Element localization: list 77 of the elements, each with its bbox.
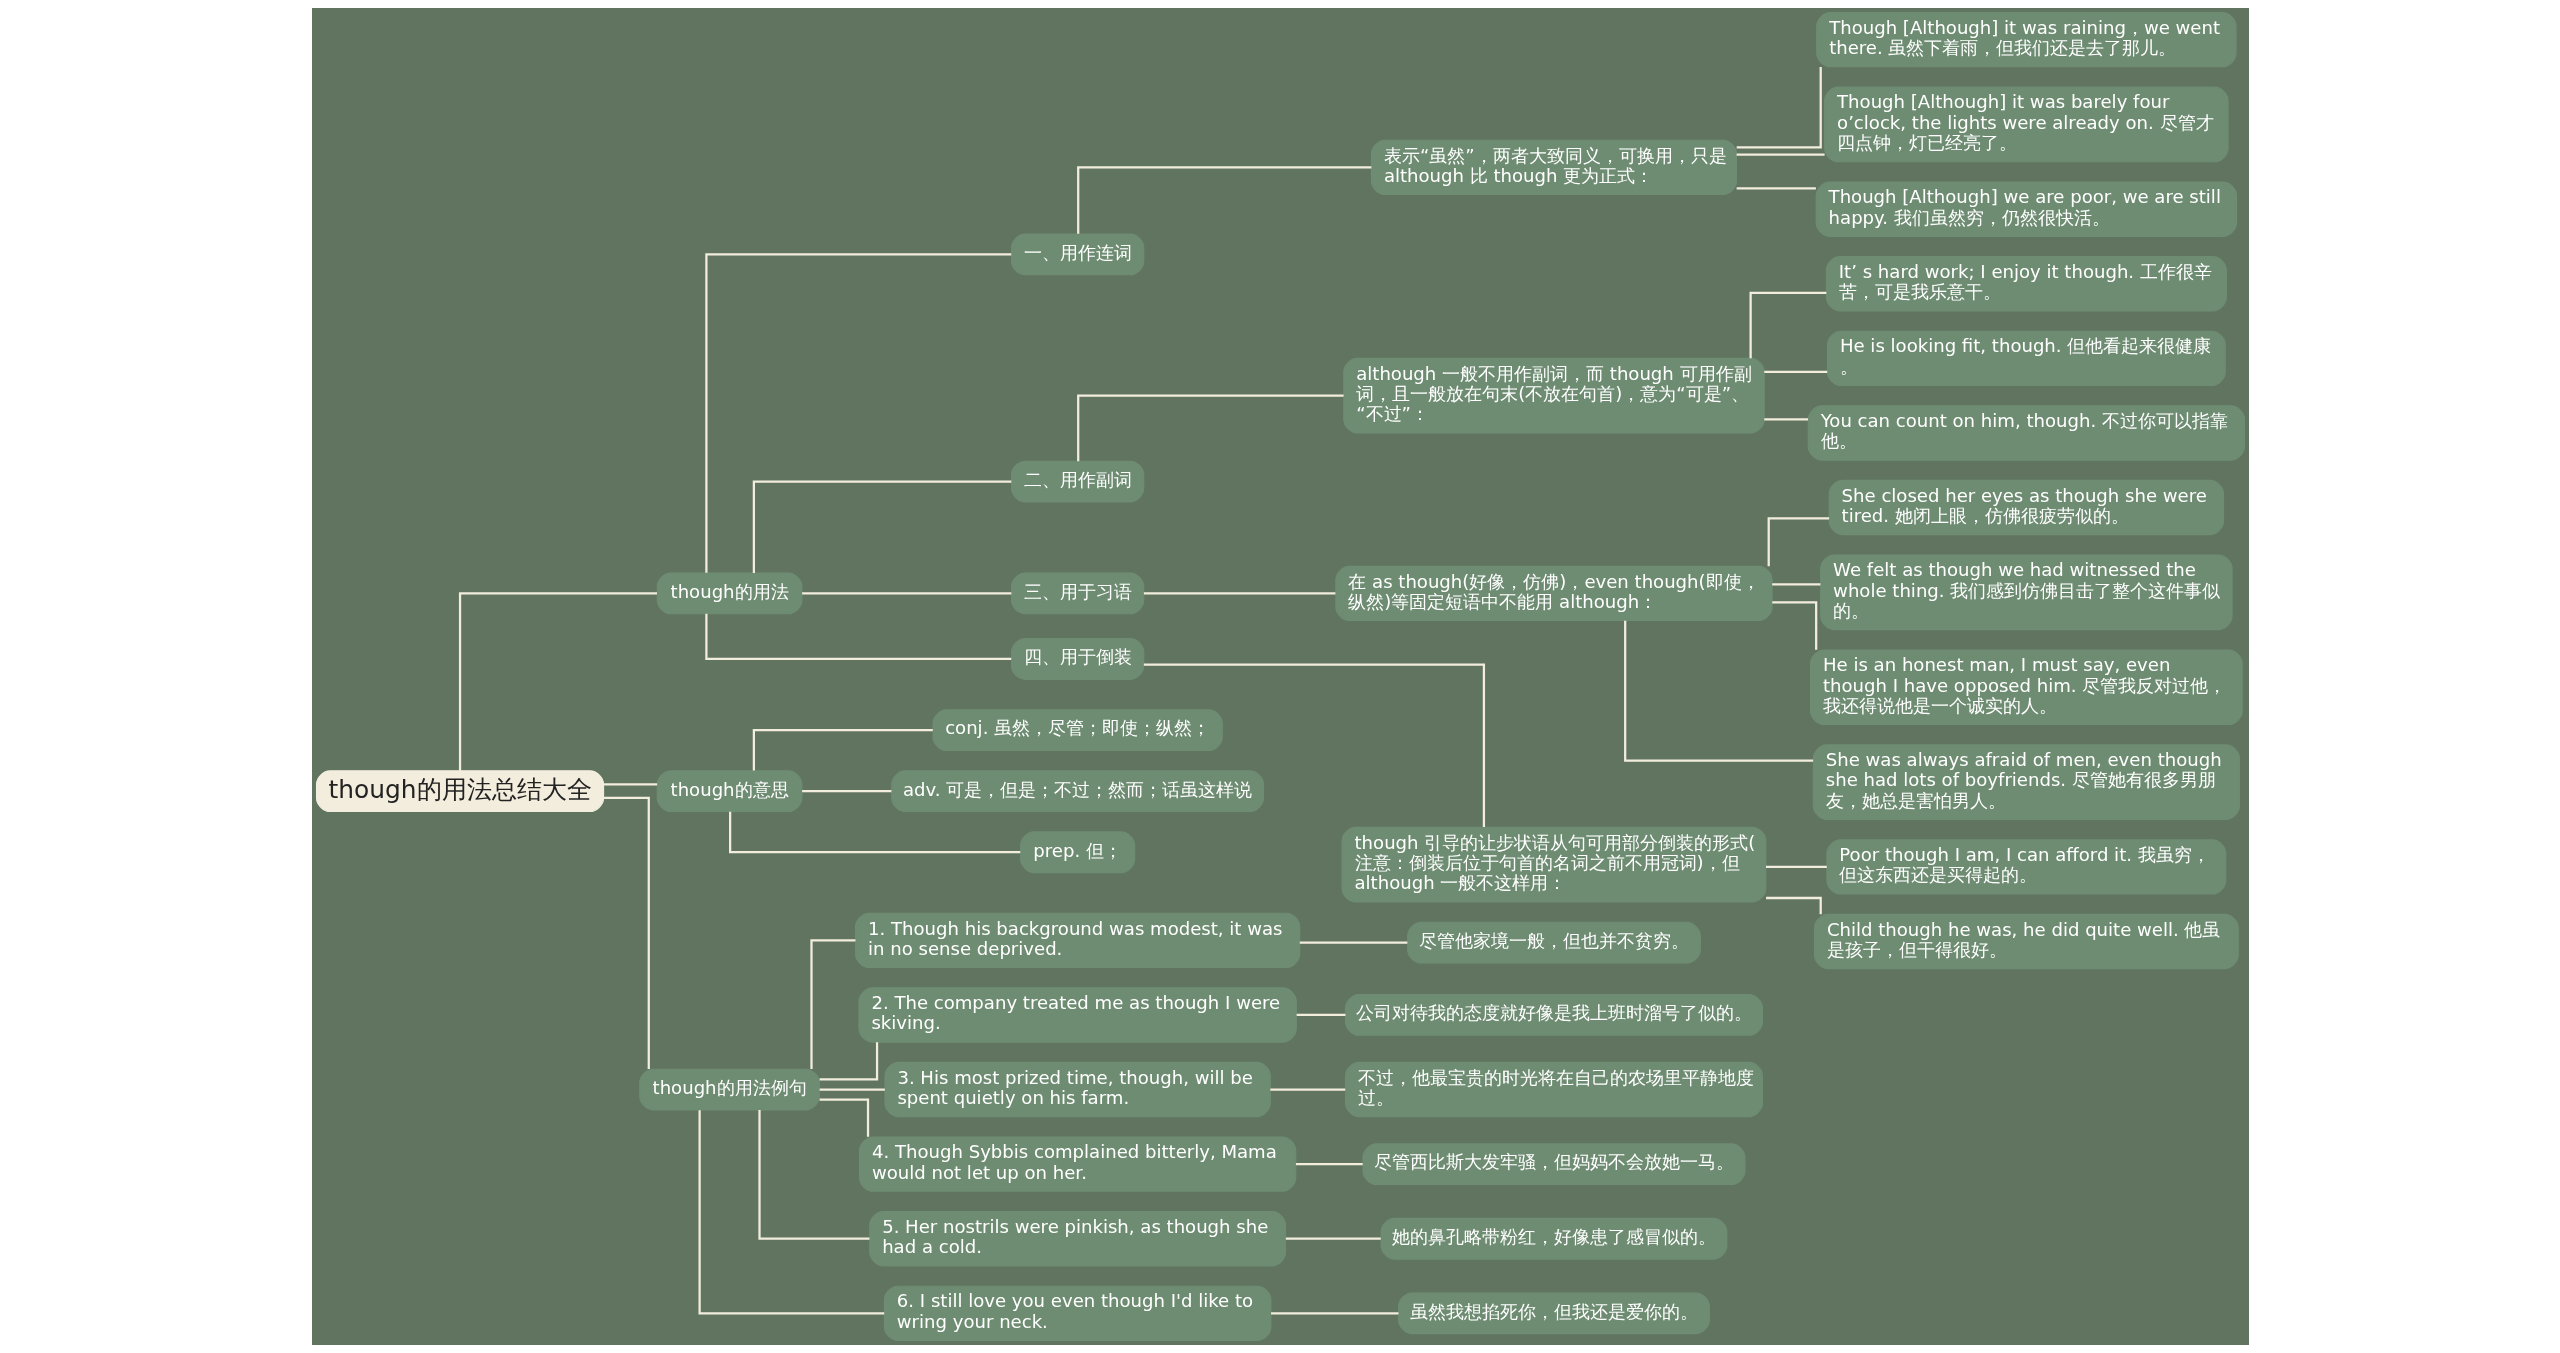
- node-box: 2. The company treated me as though I were skiving.: [857, 987, 1297, 1043]
- connector: [819, 1042, 878, 1081]
- node-box: Child though he was, he did quite well. 他虽是孩子，但干得很好。: [1813, 913, 2239, 970]
- node-box: Though [Although] we are poor, we are still happy. 我们虽然穷，仍然很快活。: [1815, 181, 2237, 237]
- node-box: We felt as though we had witnessed the whole thing. 我们感到仿佛目击了整个这件事似的。: [1819, 554, 2233, 631]
- node-box: Though [Although] it was barely four o’clock, the lights were already on. 尽管才四点钟，灯已经亮了。: [1823, 86, 2229, 163]
- connector: [603, 796, 650, 1070]
- connector: [1270, 1312, 1398, 1315]
- node-box: Poor though I am, I can afford it. 我虽穷，但这东西还是买得起的。: [1825, 839, 2226, 895]
- connector: [728, 811, 1020, 854]
- node-box: 虽然我想掐死你，但我还是爱你的。: [1397, 1292, 1710, 1335]
- connector: [1763, 418, 1808, 421]
- connector: [1295, 1163, 1363, 1166]
- connector: [1623, 620, 1813, 762]
- connector: [809, 939, 855, 1070]
- node-box: 二、用作副词: [1010, 460, 1144, 503]
- node-box: prep. 但；: [1019, 831, 1135, 874]
- connector: [1285, 1237, 1381, 1240]
- connector: [698, 1110, 884, 1315]
- connector: [1736, 187, 1816, 190]
- node-box: She was always afraid of men, even though she had lots of boyfriends. 尽管她有很多男朋友，她总是害怕男人。: [1812, 744, 2240, 821]
- connector: [1143, 592, 1335, 595]
- node-box: 一、用作连词: [1010, 233, 1144, 276]
- connector: [1296, 1013, 1345, 1017]
- connector: [1736, 153, 1825, 156]
- connector: [1771, 601, 1817, 650]
- connector: [704, 613, 1011, 661]
- node-box: 1. Though his background was modest, it was in no sense deprived.: [854, 912, 1300, 969]
- connector: [752, 729, 933, 771]
- node-box: You can count on him, though. 不过你可以指靠他。: [1807, 405, 2245, 461]
- node-box: He is an honest man, I must say, even though I have opposed him. 尽管我反对过他，我还得说他是一个诚实的人。: [1809, 649, 2243, 726]
- node-box: 6. I still love you even though I'd like to wring your neck.: [883, 1285, 1271, 1341]
- connector: [1749, 291, 1826, 359]
- node-box: though的用法总结大全: [315, 770, 604, 813]
- connector: [1767, 517, 1829, 567]
- node-box: 她的鼻孔略带粉红，好像患了感冒似的。: [1380, 1217, 1727, 1260]
- connector: [757, 1110, 869, 1240]
- connector: [1765, 896, 1822, 915]
- connector: [801, 592, 1011, 595]
- connector: [1736, 66, 1822, 149]
- connector: [1076, 394, 1344, 462]
- connector: [1076, 166, 1371, 234]
- node-box: though的用法例句: [638, 1068, 820, 1111]
- node-box: 三、用于习语: [1010, 572, 1144, 615]
- connector: [704, 253, 1011, 573]
- node-box: 5. Her nostrils were pinkish, as though she had a cold.: [868, 1211, 1286, 1267]
- connector: [1269, 1088, 1345, 1091]
- node-box: 四、用于倒装: [1010, 638, 1144, 680]
- node-box: though的用法: [656, 572, 802, 615]
- node-box: 在 as though(好像，仿佛)，even though(即使，纵然)等固定短语中不能用 although：: [1334, 565, 1773, 622]
- connector: [819, 1098, 869, 1137]
- node-box: 尽管西比斯大发牢骚，但妈妈不会放她一马。: [1361, 1143, 1746, 1186]
- node-box: although 一般不用作副词，而 though 可用作副词，且一般放在句末(不放在句首)，意为“可是”、“不过”：: [1342, 357, 1765, 434]
- node-box: 尽管他家境一般，但也并不贫穷。: [1406, 921, 1701, 964]
- node-box: 不过，他最宝贵的时光将在自己的农场里平静地度过。: [1344, 1061, 1763, 1118]
- node-box: 3. His most prized time, though, will be spent quietly on his farm.: [883, 1061, 1271, 1118]
- connector: [603, 783, 657, 786]
- node-box: 表示“虽然”，两者大致同义，可换用，只是 although 比 though 更为正式：: [1370, 139, 1737, 196]
- node-box: 公司对待我的态度就好像是我上班时溜号了似的。: [1344, 994, 1763, 1036]
- connector: [1763, 370, 1827, 374]
- connector: [458, 592, 657, 771]
- node-box: Though [Although] it was raining，we went there. 虽然下着雨，但我们还是去了那儿。: [1815, 12, 2237, 68]
- node-box: adv. 可是，但是；不过；然而；话虽这样说: [890, 770, 1264, 813]
- node-box: He is looking fit, though. 但他看起来很健康。: [1826, 330, 2226, 387]
- node-box: It’ s hard work; I enjoy it though. 工作很辛苦，可是我乐意干。: [1825, 256, 2227, 312]
- connector: [1771, 583, 1820, 586]
- connector: [801, 790, 891, 793]
- node-box: 4. Though Sybbis complained bitterly, Mama would not let up on her.: [858, 1136, 1296, 1192]
- connector: [752, 480, 1011, 573]
- node-box: though 引导的让步状语从句可用部分倒装的形式(注意：倒装后位于句首的名词之前不用冠词)，但 although 一般不这样用：: [1341, 826, 1766, 903]
- node-box: though的意思: [656, 770, 802, 813]
- node-box: She closed her eyes as though she were tired. 她闭上眼，仿佛很疲劳似的。: [1828, 479, 2224, 536]
- node-box: conj. 虽然，尽管；即使；纵然；: [931, 709, 1223, 752]
- connector: [1299, 941, 1407, 944]
- connector: [1765, 865, 1827, 869]
- connector: [819, 1088, 885, 1091]
- connector: [1143, 663, 1485, 828]
